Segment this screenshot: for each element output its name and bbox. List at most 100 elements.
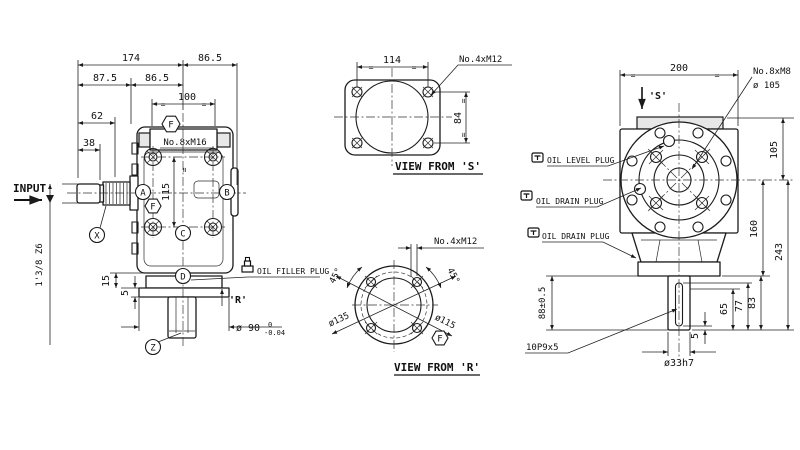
- rv-diagonal-centerlines: [647, 148, 711, 212]
- r-bolt-spec: No.4xM12: [434, 237, 477, 247]
- left-side-view: 174 86.5 87.5 86.5 100 = = 62 38 115 = =…: [13, 53, 329, 356]
- oil-drain-label-1: OIL DRAIN PLUG: [536, 197, 604, 206]
- angle-45-left: 45°: [328, 267, 344, 286]
- bottom-flange-lower: [138, 287, 230, 298]
- keyway-leader: [525, 308, 678, 354]
- dim-right-ext: 86.5: [198, 53, 222, 64]
- dim-bolt-spacing-v: 115: [161, 183, 172, 201]
- oil-drain-callout-1: OIL DRAIN PLUG: [520, 187, 642, 208]
- rv-bolt-spec-leader: [691, 76, 753, 170]
- oil-drain-plug-icon: [527, 227, 540, 238]
- dim-65: 65: [719, 303, 730, 315]
- top-ear-left: [138, 132, 151, 148]
- top-cover-plate: [149, 128, 218, 151]
- dim-38: 38: [83, 138, 95, 149]
- bolt-hole: [410, 321, 424, 335]
- dim-243: 243: [774, 243, 785, 261]
- right-dimensions: 200 = = 105 160 243 88±0.5 65 77 83 5 ø3…: [538, 63, 794, 369]
- s-direction-label: 'S': [649, 91, 667, 102]
- view-from-r: ø135 ø115 45° 45° No.4xM12 F VIEW FROM '…: [327, 237, 484, 376]
- oil-drain-callout-2: OIL DRAIN PLUG: [527, 227, 637, 259]
- equal-mark: =: [369, 63, 374, 72]
- s-bolt-spec-leader: [430, 64, 512, 96]
- equal-mark: =: [715, 71, 720, 80]
- marker-d: D: [180, 273, 185, 283]
- tolerance-lower: -0.04: [264, 329, 285, 337]
- bolt-hole: [422, 137, 434, 149]
- s-bolt-spec: No.4xM12: [459, 55, 502, 65]
- dim-5: 5: [120, 290, 131, 296]
- top-ear-right: [216, 132, 231, 148]
- dim-84: 84: [453, 112, 464, 124]
- oil-drain-plug-icon: [520, 190, 533, 201]
- view-s-title: VIEW FROM 'S': [395, 160, 481, 173]
- bolt-hole: [351, 137, 363, 149]
- spline-hatch: [105, 183, 128, 204]
- marker-z-leader: [157, 332, 182, 343]
- oil-level-callout: OIL LEVEL PLUG: [531, 145, 665, 167]
- input-label: INPUT: [13, 182, 46, 195]
- oil-level-plug-icon: [531, 152, 544, 163]
- marker-f-side: F: [150, 203, 155, 213]
- dim-body-half: 86.5: [145, 73, 169, 84]
- keyway-spec: 10P9x5: [526, 343, 559, 353]
- bolt-hole: [364, 321, 378, 335]
- dim-200: 200: [670, 63, 688, 74]
- equal-mark: =: [459, 132, 468, 137]
- dim-bolt-spacing-h: 100: [178, 92, 196, 103]
- dim-160: 160: [749, 220, 760, 238]
- marker-a: A: [140, 189, 146, 199]
- view-from-s: 114 = = 84 = = No.4xM12 VIEW FROM 'S': [334, 55, 512, 175]
- dim-62: 62: [91, 111, 103, 122]
- f-hexagon-top: [161, 115, 181, 133]
- dim-dia115: ø115: [433, 313, 457, 332]
- equal-mark: =: [412, 63, 417, 72]
- marker-x: X: [94, 232, 100, 242]
- equal-mark: =: [161, 100, 166, 109]
- output-shaft-keyway-lines: [169, 297, 195, 333]
- oil-level-plug-notch: [662, 134, 676, 148]
- marker-f-top: F: [168, 121, 173, 131]
- right-end-view: 'S' 200 = = 105 160 243 88±0.5 65 77 83 …: [520, 63, 795, 369]
- bolt-hole: [410, 275, 424, 289]
- marker-c: C: [180, 230, 185, 240]
- oil-drain-plug-notch: [633, 182, 647, 196]
- marker-x-leader: [99, 205, 107, 229]
- r-direction-label: 'R': [229, 295, 247, 306]
- dim-83: 83: [747, 297, 758, 309]
- dim-input-length: 87.5: [93, 73, 117, 84]
- cover-bolt-spec: No.8xM16: [163, 138, 206, 148]
- dim-88: 88±0.5: [538, 287, 548, 320]
- bolt-hole: [364, 275, 378, 289]
- left-dimensions: 174 86.5 87.5 86.5 100 = = 62 38 115 = =…: [35, 53, 285, 345]
- f-hexagon-side: [144, 198, 162, 214]
- input-spline-spec: 1'3/8 Z6: [35, 243, 45, 286]
- dim-total-width: 174: [122, 53, 140, 64]
- angle-arc-left: [346, 266, 363, 289]
- f-hexagon: [431, 330, 449, 346]
- marker-z: Z: [150, 344, 156, 354]
- equal-mark: =: [180, 167, 189, 172]
- side-tabs: [131, 142, 139, 255]
- s-flange: [344, 79, 441, 156]
- perimeter-bolt-holes: [626, 127, 732, 233]
- dim-dia-105: ø 105: [753, 81, 780, 91]
- oil-filler-plug-icon: [241, 256, 254, 273]
- equal-mark: =: [459, 98, 468, 103]
- s-dimensions: 114 = = 84 = =: [356, 55, 470, 144]
- oil-filler-label: OIL FILLER PLUG: [257, 267, 329, 276]
- dim-5-keyway: 5: [690, 333, 701, 339]
- s-centerlines: [334, 68, 452, 166]
- angle-arc-right: [425, 266, 442, 289]
- dim-114: 114: [383, 55, 401, 66]
- marker-f: F: [437, 335, 442, 345]
- view-r-title: VIEW FROM 'R': [394, 361, 480, 374]
- equal-mark: =: [202, 100, 207, 109]
- equal-mark: =: [631, 71, 636, 80]
- dim-105: 105: [769, 141, 780, 159]
- oil-drain-label-2: OIL DRAIN PLUG: [542, 232, 610, 241]
- oil-level-label: OIL LEVEL PLUG: [547, 156, 615, 165]
- position-markers: A B C D X Z F F: [88, 115, 236, 356]
